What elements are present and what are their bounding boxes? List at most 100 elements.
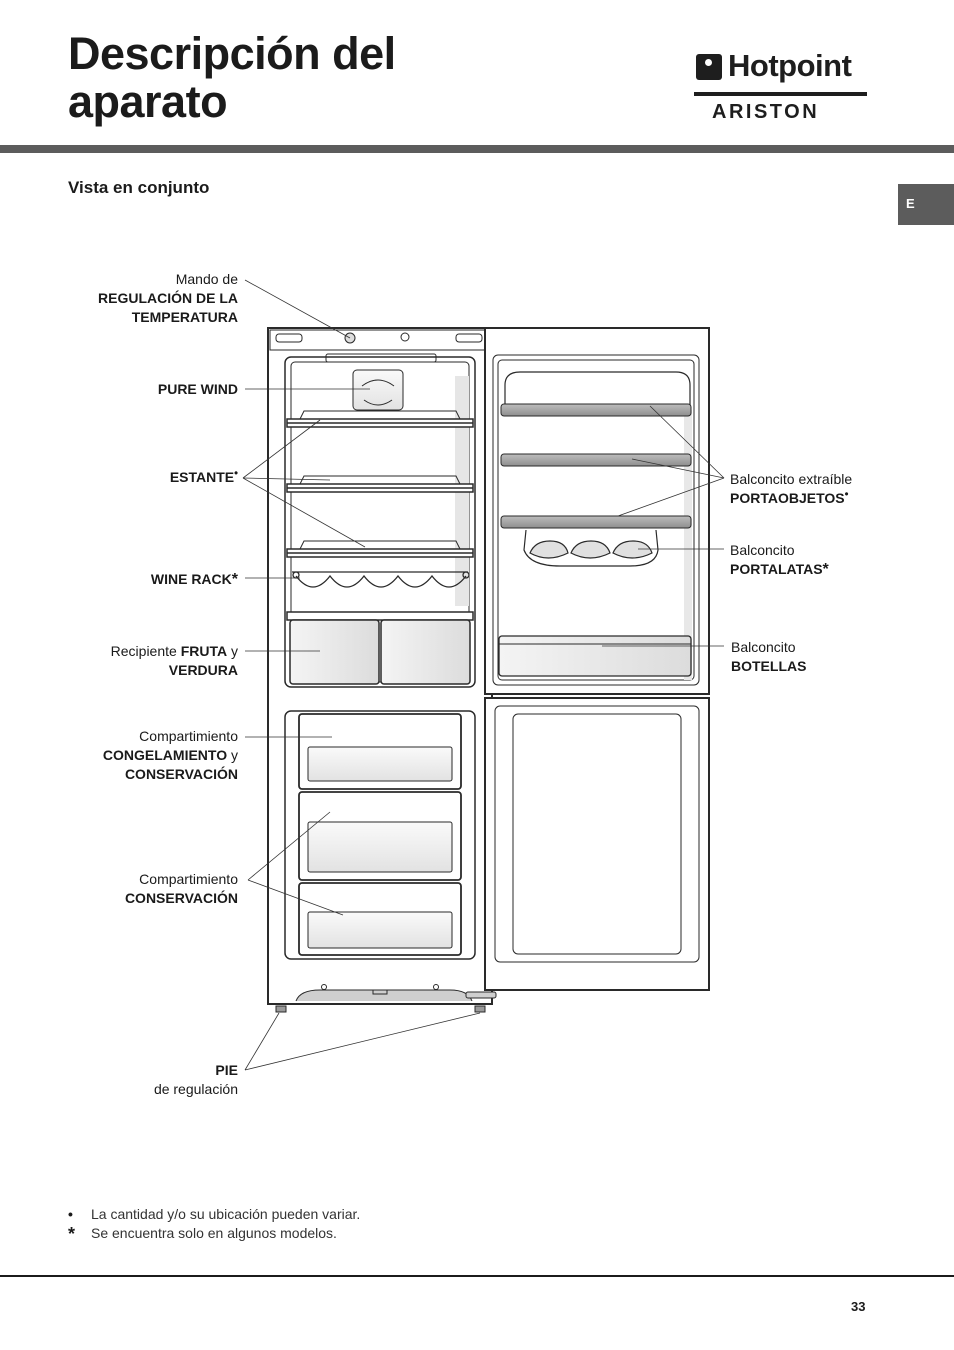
crisper-drawer-left	[289, 619, 380, 685]
label-can-holder: Balconcito PORTALATAS*	[730, 541, 930, 579]
logo-mark-icon	[696, 54, 722, 80]
leader-lines	[242, 279, 725, 1071]
footnote-text: Se encuentra solo en algunos modelos.	[91, 1225, 337, 1241]
label-shelf-mark: •	[234, 467, 238, 480]
control-panel	[269, 329, 491, 351]
adjustable-foot	[275, 1005, 287, 1013]
page-title: Descripción del aparato	[68, 30, 396, 126]
footnotes: • La cantidad y/o su ubicación pueden va…	[68, 1205, 360, 1244]
label-freezing-compartment: Compartimiento CONGELAMIENTO y CONSERVAC…	[0, 727, 238, 784]
crisper-drawer-right	[380, 619, 471, 685]
footnote-item: * Se encuentra solo en algunos modelos.	[68, 1224, 360, 1244]
label-removable-door-balcony: Balconcito extraíble PORTAOBJETOS•	[730, 470, 930, 508]
plinth-screw-icon	[433, 984, 439, 990]
can-holder	[523, 529, 659, 567]
freezer-drawer-2-front	[307, 821, 453, 873]
label-shelf: ESTANTE•	[0, 468, 238, 487]
section-title: Vista en conjunto	[68, 178, 210, 197]
freezer-door-inner	[512, 713, 682, 955]
logo-ariston: ARISTON	[712, 101, 820, 123]
label-temperature-control-pre: Mando de	[175, 271, 238, 287]
pure-wind-unit	[352, 369, 404, 411]
door-balcony-portaobjetos	[500, 403, 692, 417]
freezer-door	[484, 697, 710, 991]
panel-slot-right	[455, 333, 483, 343]
footer-rule	[0, 1275, 954, 1277]
plinth-screw-icon	[321, 984, 327, 990]
footnote-asterisk-icon: *	[68, 1224, 76, 1244]
footnote-bullet-icon: •	[68, 1206, 73, 1222]
label-portalatas-bold: PORTALATAS	[730, 561, 823, 577]
page-title-line2: aparato	[68, 76, 228, 127]
label-temperature-control-l2: TEMPERATURA	[131, 309, 238, 325]
shelf	[286, 410, 474, 428]
label-storage-pre: Compartimiento	[139, 871, 238, 887]
footnote-item: • La cantidad y/o su ubicación pueden va…	[68, 1205, 360, 1224]
shelf	[286, 475, 474, 493]
label-bottle-balcony: Balconcito BOTELLAS	[731, 638, 931, 676]
lamp-housing	[325, 353, 437, 363]
fridge-door-inner	[497, 359, 695, 681]
pure-wind-fan-icon	[361, 379, 395, 406]
label-portalatas-pre: Balconcito	[730, 542, 795, 558]
page-title-line1: Descripción del	[68, 28, 396, 79]
label-storage-bold: CONSERVACIÓN	[124, 890, 238, 906]
door-hinge	[465, 991, 497, 999]
label-foot-sub: de regulación	[153, 1081, 238, 1097]
label-fruit-y: y	[227, 643, 238, 659]
label-freezing-y: y	[227, 747, 238, 763]
fridge-door	[484, 327, 710, 695]
label-botellas-pre: Balconcito	[731, 639, 796, 655]
plinth-handle	[372, 989, 388, 995]
plinth-grille	[295, 989, 473, 1002]
label-portaobjetos-bold: PORTAOBJETOS	[730, 490, 845, 506]
label-fruit-pre: Recipiente	[110, 643, 181, 659]
freezer-drawer-1-front	[307, 746, 453, 782]
label-storage-compartment: Compartimiento CONSERVACIÓN	[0, 870, 238, 908]
label-vegetable: VERDURA	[168, 662, 238, 678]
footnote-text: La cantidad y/o su ubicación pueden vari…	[91, 1206, 361, 1222]
open-doors	[484, 327, 710, 991]
logo-hotpoint: Hotpoint	[728, 48, 852, 83]
crisper-shelf	[286, 611, 474, 621]
panel-light-icon	[400, 332, 410, 342]
adjustable-foot	[474, 1005, 486, 1013]
language-tab: E	[898, 184, 954, 225]
panel-slot-left	[275, 333, 303, 343]
door-balcony-portaobjetos	[500, 515, 692, 529]
label-portaobjetos-pre: Balconcito extraíble	[730, 471, 853, 487]
freezer-drawer-3-front	[307, 911, 453, 949]
language-tab-label: E	[906, 196, 915, 211]
label-freezing-l3: CONSERVACIÓN	[124, 766, 238, 782]
hotpoint-ariston-logo: Hotpoint ARISTON	[694, 48, 868, 124]
shelf	[286, 540, 474, 558]
header-divider-bar	[0, 145, 954, 153]
label-portaobjetos-mark: •	[844, 488, 849, 501]
fridge-door-liner	[492, 354, 700, 686]
bottle-balcony	[498, 635, 692, 677]
label-shelf-text: ESTANTE	[169, 469, 235, 485]
door-balcony-portaobjetos	[500, 453, 692, 467]
fridge-compartment	[284, 356, 476, 688]
label-foot-bold: PIE	[215, 1062, 238, 1078]
cabinet	[267, 327, 517, 1013]
label-freezing-pre: Compartimiento	[139, 728, 238, 744]
page-number: 33	[851, 1299, 866, 1314]
label-wine-rack: WINE RACK*	[0, 570, 238, 589]
logo-rule	[694, 92, 867, 96]
label-freezing-bold: CONGELAMIENTO	[102, 747, 228, 763]
freezer-door-liner	[494, 705, 700, 963]
label-wine-rack-text: WINE RACK	[150, 571, 232, 587]
door-top-recess	[504, 371, 691, 405]
label-pure-wind: PURE WIND	[157, 381, 238, 397]
label-adjustable-foot: PIE de regulación	[0, 1061, 238, 1099]
label-portalatas-mark: *	[822, 561, 829, 578]
label-wine-rack-mark: *	[231, 571, 238, 588]
label-temperature-control: Mando de REGULACIÓN DE LA TEMPERATURA	[0, 270, 238, 327]
label-fruit-bold: FRUTA	[180, 643, 228, 659]
label-botellas-bold: BOTELLAS	[731, 658, 807, 674]
door-shade-right	[684, 410, 692, 680]
label-temperature-control-l1: REGULACIÓN DE LA	[98, 290, 238, 306]
label-fruit-veg-crisper: Recipiente FRUTA y VERDURA	[0, 642, 238, 680]
